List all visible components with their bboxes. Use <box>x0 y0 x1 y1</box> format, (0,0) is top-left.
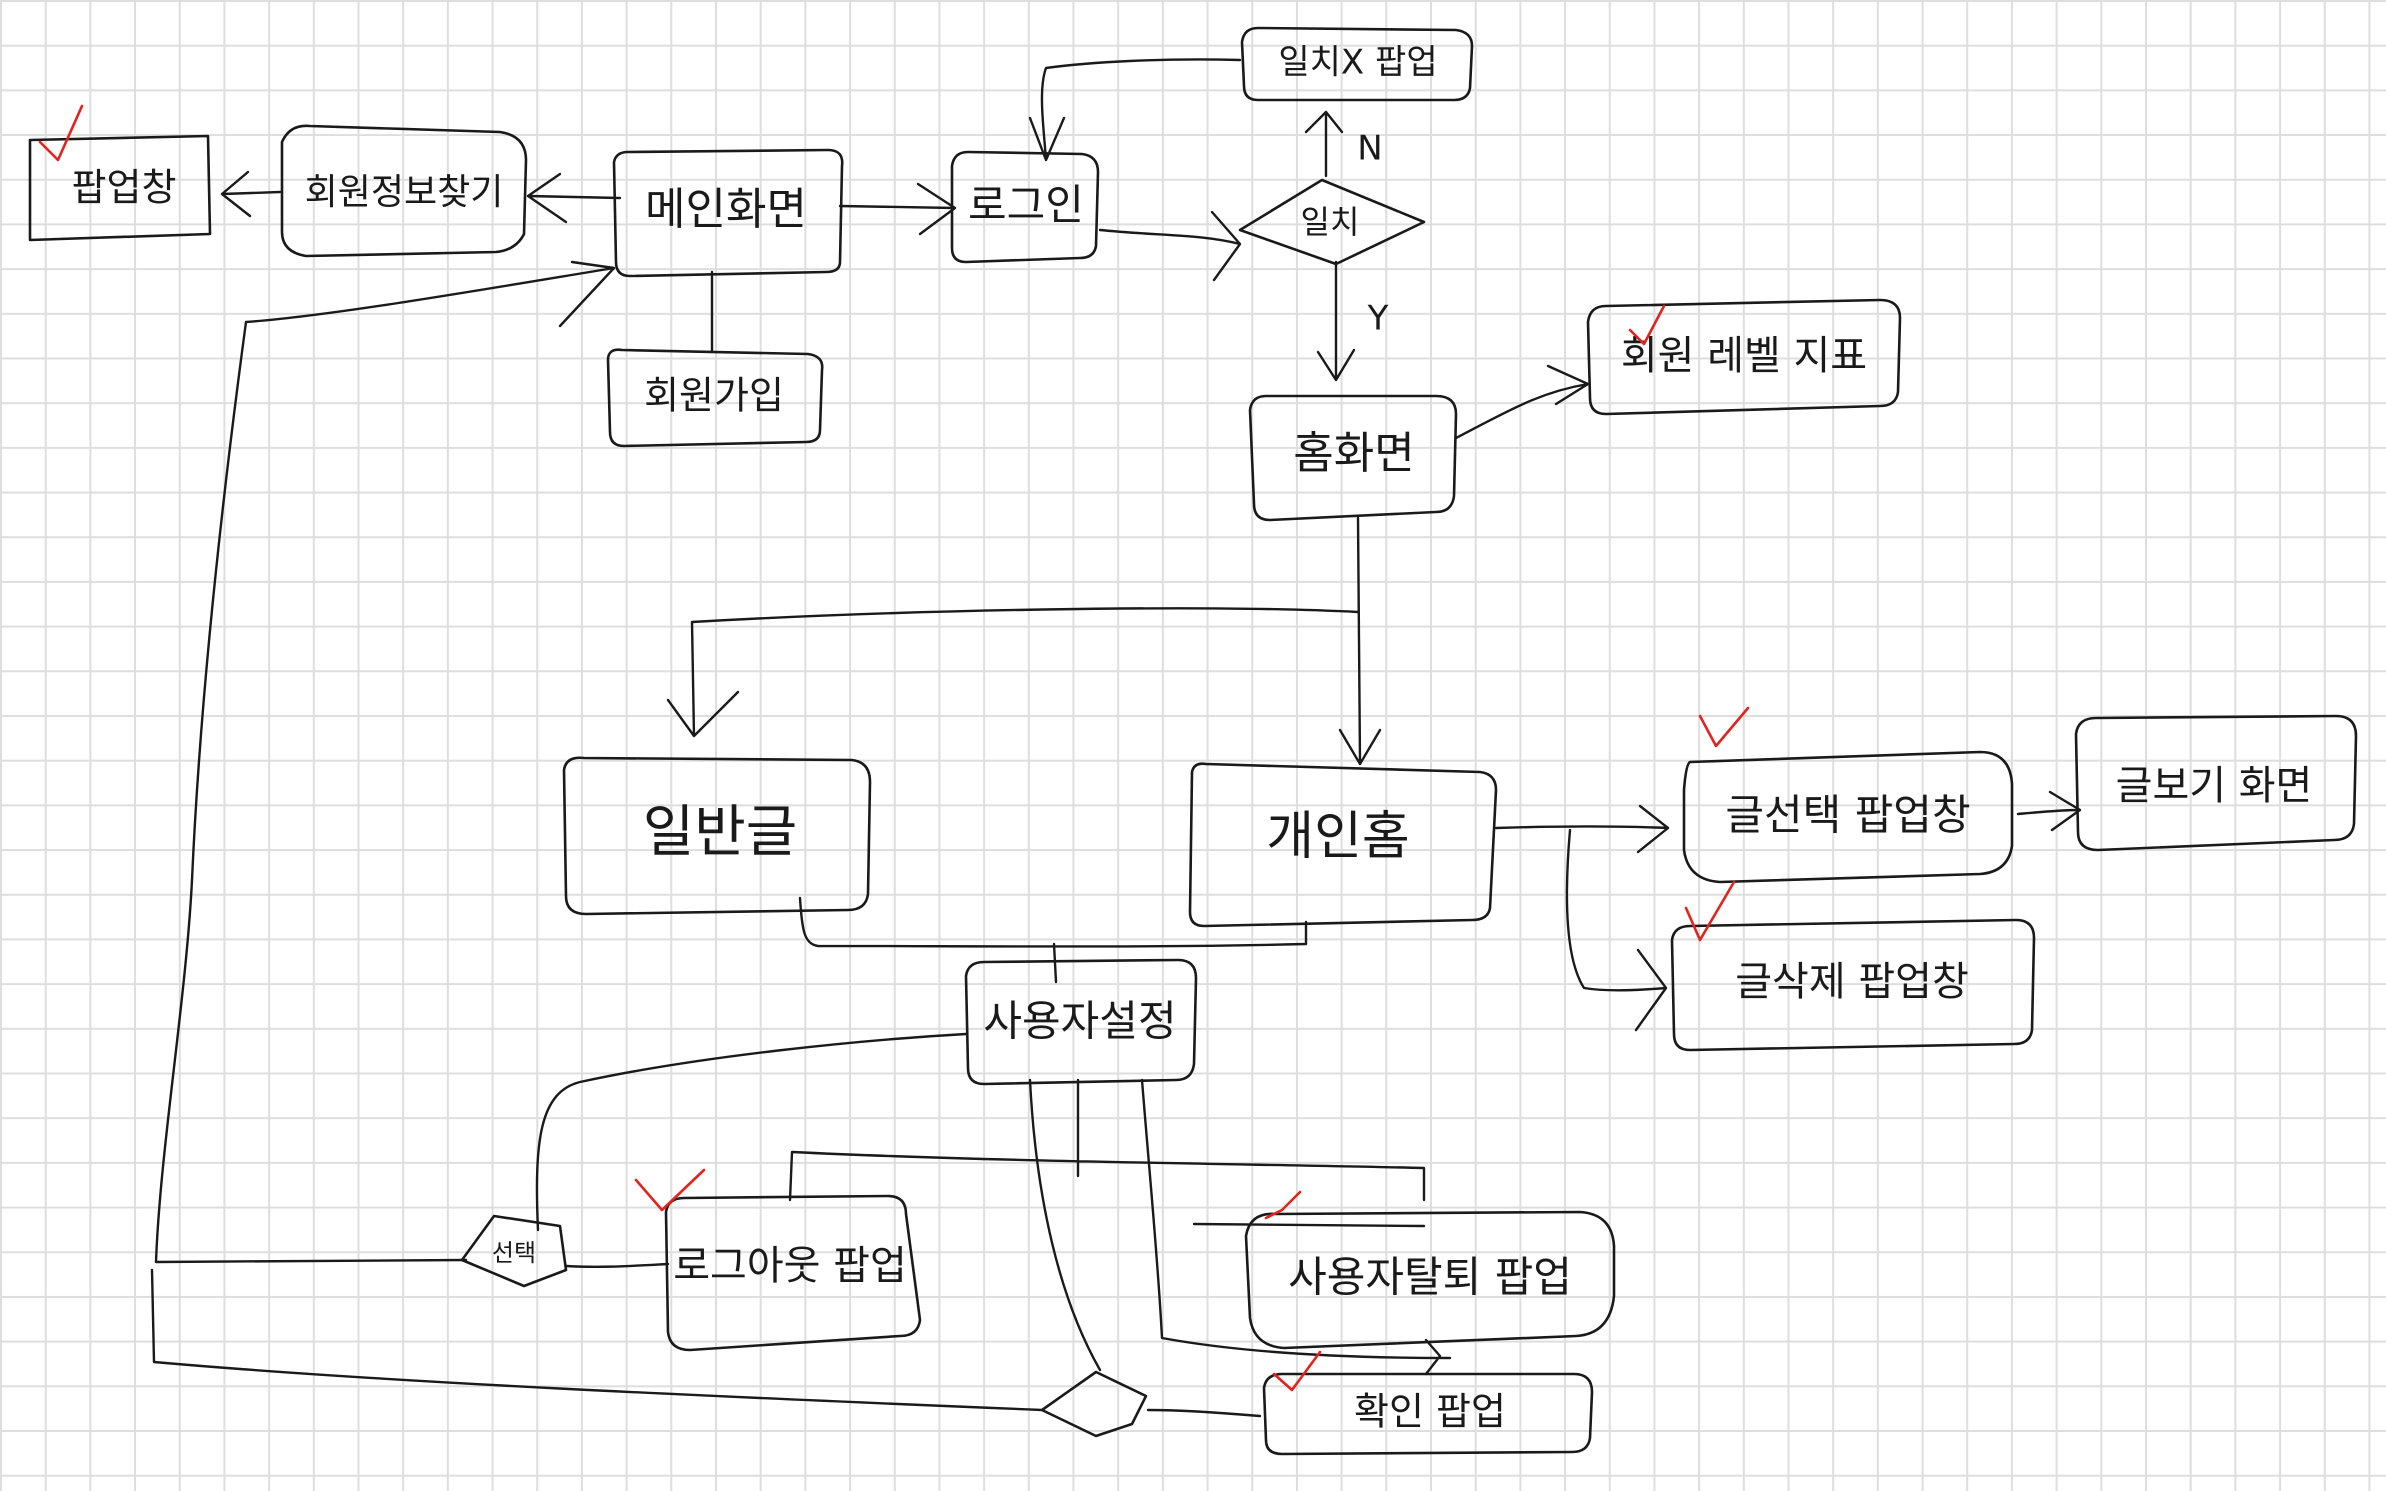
node-user-setting-box <box>964 958 1198 1086</box>
node-mismatch-label: 일치X 팝업 <box>1278 43 1437 83</box>
edge-settings-to-confirm <box>1140 1078 1452 1376</box>
node-general-box <box>562 756 872 916</box>
check-mark-icon <box>38 104 84 162</box>
edge-choice-to-main <box>154 260 616 1264</box>
node-popup-box <box>28 134 212 242</box>
node-signup-label: 회원가입 <box>644 374 784 418</box>
node-popup: 팝업창 <box>28 134 212 242</box>
edge-match-to-home <box>1316 260 1356 382</box>
node-withdraw: 사용자탈퇴 팝업 <box>1244 1210 1616 1350</box>
node-login-box <box>950 150 1100 264</box>
edge-home-to-personal <box>1338 516 1382 766</box>
node-logout-label: 로그아웃 팝업 <box>673 1243 907 1289</box>
node-signup-box <box>606 348 824 448</box>
edge-bottom-to-main <box>150 1268 1044 1412</box>
node-member-level: 회원 레벨 지표 <box>1586 298 1902 416</box>
node-choice-diamond <box>460 1214 568 1288</box>
node-match-label: 일치 <box>1301 203 1360 241</box>
edge-main-to-find-info <box>526 172 622 224</box>
node-find-info: 회원정보찾기 <box>280 124 528 258</box>
check-mark-icon <box>1684 880 1736 942</box>
node-personal-label: 개인홈 <box>1266 807 1410 867</box>
node-mismatch-box <box>1240 26 1474 102</box>
node-login-label: 로그인 <box>968 181 1084 230</box>
node-match-yes-label: Y <box>1367 299 1389 339</box>
edge-home-to-general <box>666 607 1360 738</box>
node-general-label: 일반글 <box>643 800 798 865</box>
node-logout-box <box>664 1194 922 1352</box>
node-post-delete-box <box>1670 918 2036 1052</box>
node-choice-label: 선택 <box>492 1239 536 1267</box>
node-personal-box <box>1188 762 1498 928</box>
node-main-box <box>612 148 844 278</box>
node-home-label: 홈화면 <box>1293 428 1414 479</box>
check-marks <box>38 104 1750 1392</box>
node-bottom-diamond-shape <box>1040 1370 1148 1438</box>
node-home: 홈화면 <box>1248 394 1458 522</box>
edge-match-to-mismatch <box>1304 110 1344 178</box>
check-mark-icon <box>1264 1190 1302 1220</box>
node-post-delete-label: 글삭제 팝업창 <box>1735 959 1969 1005</box>
node-login: 로그인 <box>950 150 1100 264</box>
node-home-box <box>1248 394 1458 522</box>
node-withdraw-box <box>1244 1210 1616 1350</box>
node-post-select-label: 글선택 팝업창 <box>1725 791 1970 840</box>
node-post-view: 글보기 화면 <box>2074 714 2358 852</box>
edge-home-to-level <box>1454 364 1590 440</box>
nodes: 팝업창 회원정보찾기 메인화면 회원가입 로그인 일치X 팝업 <box>28 26 2358 1456</box>
node-main: 메인화면 <box>612 148 844 278</box>
node-signup: 회원가입 <box>606 348 824 448</box>
edge-personal-to-post-delete <box>1565 828 1668 1032</box>
edge-general-personal-to-settings <box>798 896 1308 984</box>
node-find-info-label: 회원정보찾기 <box>305 172 504 213</box>
node-member-level-box <box>1586 298 1902 416</box>
node-choice: 선택 <box>460 1214 568 1288</box>
check-mark-icon <box>1628 304 1666 346</box>
node-post-view-label: 글보기 화면 <box>2116 763 2313 809</box>
edge-confirm-to-bottom-diamond <box>1146 1408 1262 1418</box>
node-match-diamond <box>1238 178 1426 266</box>
edge-find-info-to-popup <box>220 170 282 218</box>
edge-login-to-match <box>1098 210 1242 282</box>
node-post-delete: 글삭제 팝업창 <box>1670 918 2036 1052</box>
node-user-setting: 사용자설정 <box>964 958 1198 1086</box>
node-user-setting-label: 사용자설정 <box>983 997 1176 1046</box>
edge-main-to-login <box>838 182 957 236</box>
edge-select-to-view <box>2016 790 2082 832</box>
node-confirm-label: 확인 팝업 <box>1354 1390 1506 1434</box>
node-post-view-box <box>2074 714 2358 852</box>
node-confirm: 확인 팝업 <box>1262 1372 1594 1456</box>
node-member-level-label: 회원 레벨 지표 <box>1621 333 1867 379</box>
check-mark-icon <box>634 1168 706 1212</box>
edges <box>150 58 2082 1418</box>
edge-mismatch-to-login <box>1028 58 1242 162</box>
node-withdraw-label: 사용자탈퇴 팝업 <box>1288 1253 1572 1302</box>
node-main-label: 메인화면 <box>645 184 807 235</box>
edge-personal-to-post-select <box>1494 804 1670 854</box>
node-match-no-label: N <box>1357 129 1382 169</box>
node-match: 일치 N Y <box>1238 129 1426 339</box>
node-logout: 로그아웃 팝업 <box>664 1194 922 1352</box>
node-general: 일반글 <box>562 756 872 916</box>
edge-choice-to-logout <box>564 1262 670 1269</box>
check-mark-icon <box>1698 706 1750 748</box>
node-post-select-box <box>1682 750 2014 884</box>
node-find-info-box <box>280 124 528 258</box>
edge-settings-to-choice <box>535 1032 968 1232</box>
edge-settings-to-withdraw-bar <box>788 1078 1426 1228</box>
node-mismatch: 일치X 팝업 <box>1240 26 1474 102</box>
node-post-select: 글선택 팝업창 <box>1682 750 2014 884</box>
node-personal: 개인홈 <box>1188 762 1498 928</box>
edge-settings-to-bottom-diamond <box>1028 1078 1102 1372</box>
node-bottom-diamond <box>1040 1370 1148 1438</box>
check-mark-icon <box>1272 1350 1322 1392</box>
node-popup-label: 팝업창 <box>72 166 177 210</box>
